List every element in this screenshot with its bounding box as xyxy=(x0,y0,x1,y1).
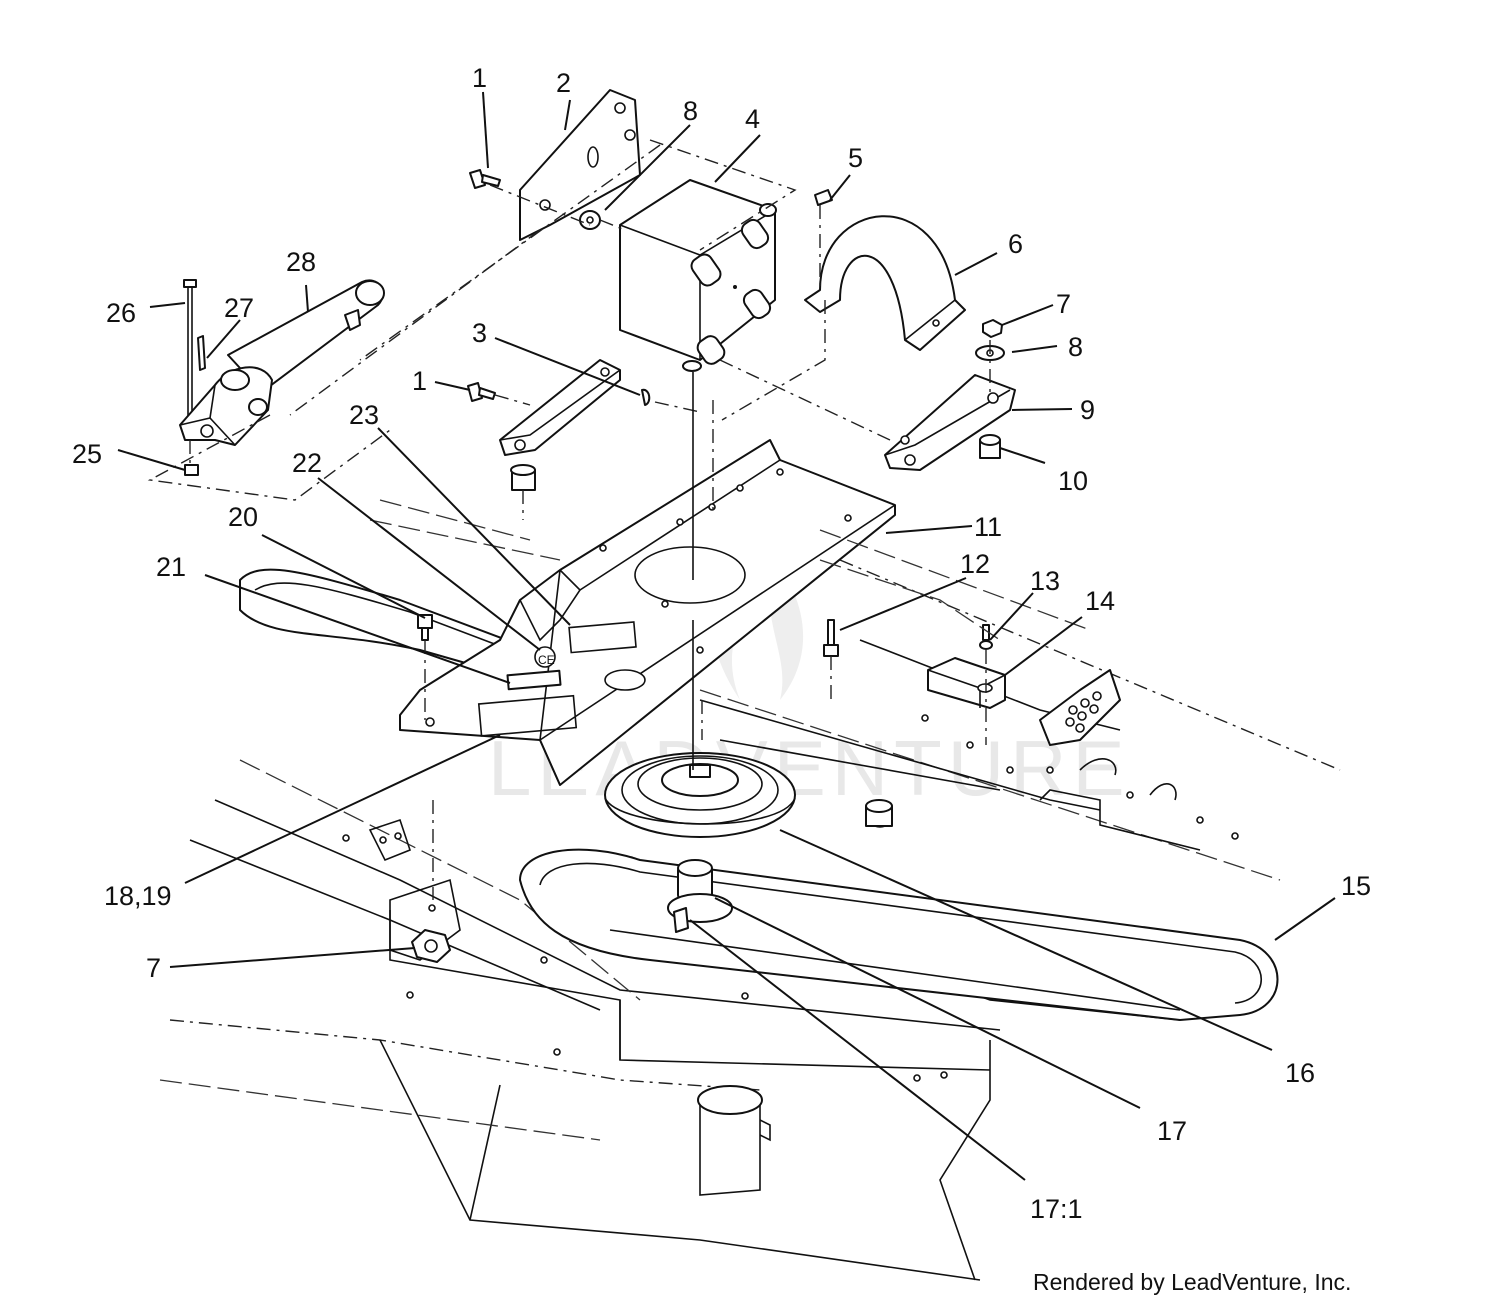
callout-14: 14 xyxy=(1085,586,1115,616)
callout-5: 5 xyxy=(848,143,863,173)
callout-9: 9 xyxy=(1080,395,1095,425)
callout-1a: 1 xyxy=(472,63,487,93)
callout-18-19: 18,19 xyxy=(104,881,172,911)
callout-21: 21 xyxy=(156,552,186,582)
callout-10: 10 xyxy=(1058,466,1088,496)
nut-lower xyxy=(411,929,451,963)
callout-2: 2 xyxy=(556,68,571,98)
stop-block-14 xyxy=(927,657,1006,709)
shield-cover xyxy=(804,189,966,351)
callout-8a: 8 xyxy=(683,96,698,126)
belt-right-15 xyxy=(519,848,1279,1021)
spacers xyxy=(510,434,1001,827)
callout-26: 26 xyxy=(106,298,136,328)
callout-8b: 8 xyxy=(1068,332,1083,362)
callout-11: 11 xyxy=(974,512,1002,542)
deck-housing xyxy=(159,759,1181,1281)
credit-text: Rendered by LeadVenture, Inc. xyxy=(1033,1269,1351,1295)
bolts xyxy=(183,169,501,476)
callout-12: 12 xyxy=(960,549,990,579)
callout-20: 20 xyxy=(228,502,258,532)
gearbox xyxy=(619,179,777,372)
callout-25: 25 xyxy=(72,439,102,469)
pins xyxy=(417,614,993,657)
centerlines xyxy=(147,139,1091,900)
pulley xyxy=(604,752,796,838)
nut-upper xyxy=(982,319,1003,338)
leader-lines xyxy=(117,91,1336,1181)
bracket-3 xyxy=(499,359,651,456)
bar-9 xyxy=(884,374,1016,471)
callout-27: 27 xyxy=(224,293,254,323)
drive-shaft xyxy=(179,279,385,446)
callout-28: 28 xyxy=(286,247,316,277)
callout-15: 15 xyxy=(1341,871,1371,901)
callout-1b: 1 xyxy=(412,366,427,396)
callout-7a: 7 xyxy=(1056,289,1071,319)
callout-4: 4 xyxy=(745,104,760,134)
callout-17-1: 17:1 xyxy=(1030,1194,1083,1224)
callout-17: 17 xyxy=(1157,1116,1187,1146)
callout-7b: 7 xyxy=(146,953,161,983)
callout-6: 6 xyxy=(1008,229,1023,259)
hub xyxy=(667,859,733,933)
callout-labels: 1 2 8 4 5 6 7 8 9 10 11 12 13 14 15 16 1… xyxy=(72,63,1371,1224)
callout-13: 13 xyxy=(1030,566,1060,596)
callout-23: 23 xyxy=(349,400,379,430)
callout-16: 16 xyxy=(1285,1058,1315,1088)
callout-3: 3 xyxy=(472,318,487,348)
ce-mark-icon: CE xyxy=(538,653,555,667)
callout-22: 22 xyxy=(292,448,322,478)
mounting-plate: CE xyxy=(399,439,896,786)
